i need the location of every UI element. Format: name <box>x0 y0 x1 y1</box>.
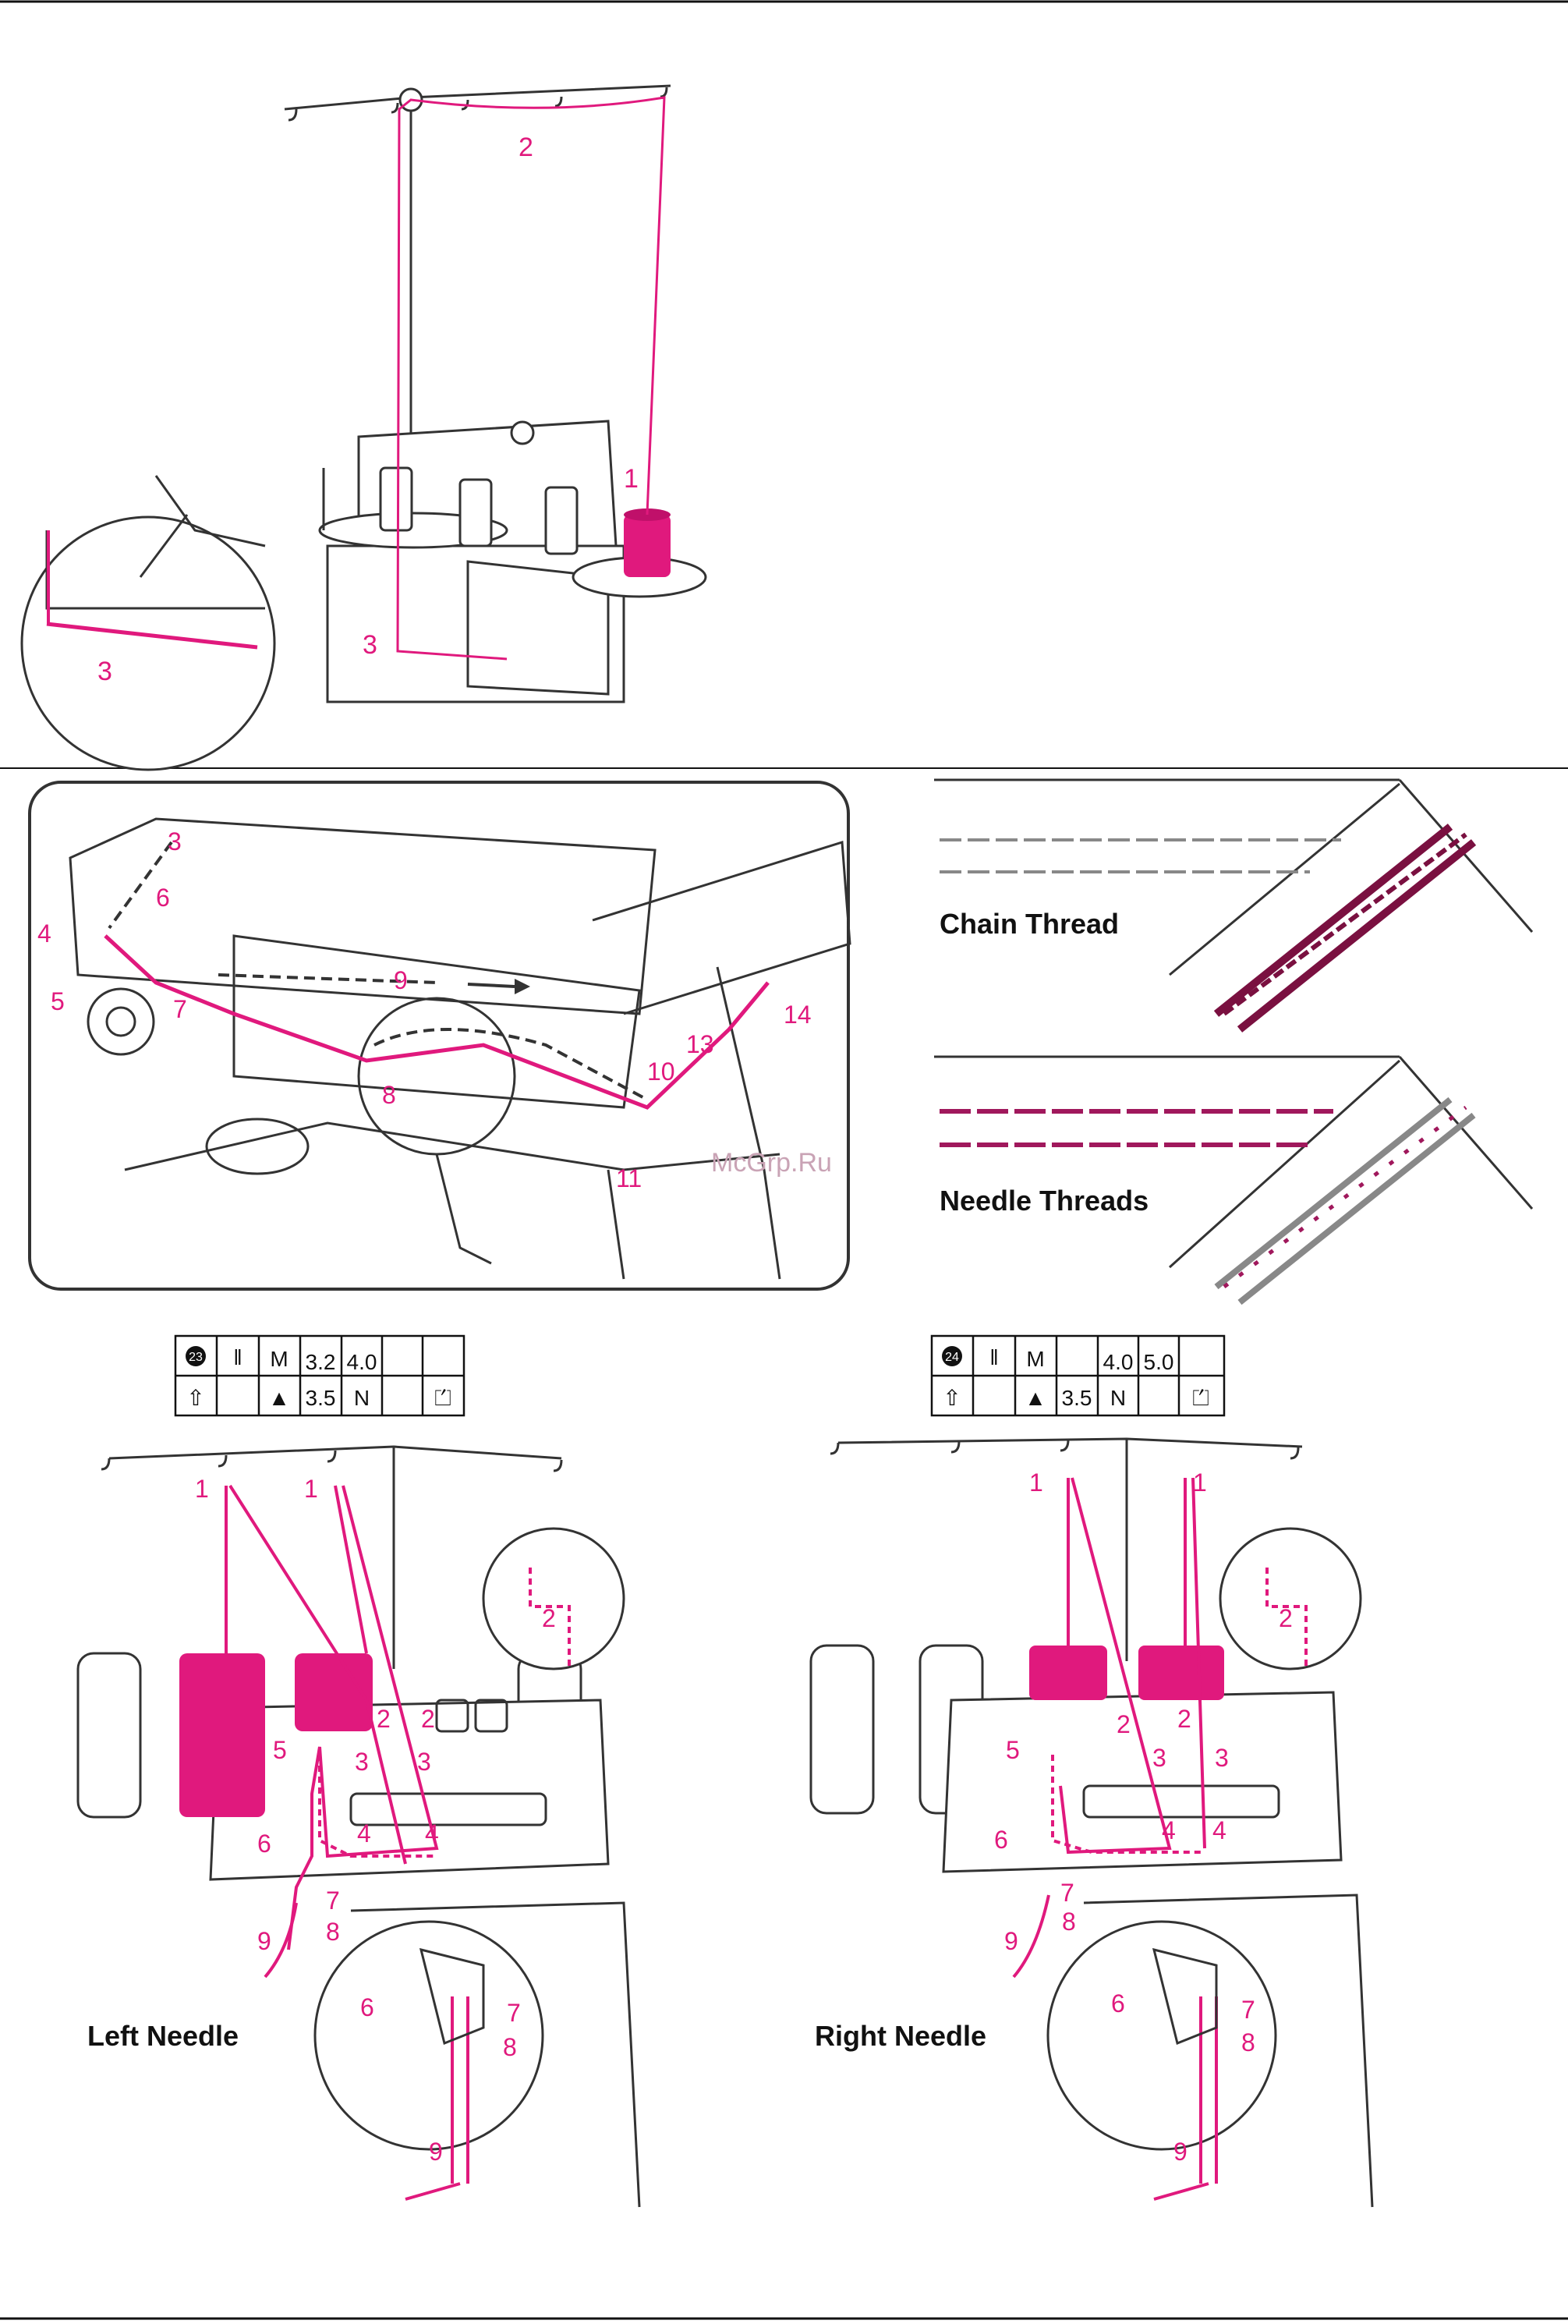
chain-thread-sample <box>934 780 1532 1029</box>
left-needle-title: Left Needle <box>87 2020 239 2052</box>
label-13: 13 <box>686 1030 714 1058</box>
callout-number: 8 <box>503 2033 517 2061</box>
callout-number: 1 <box>1029 1468 1043 1497</box>
callout-number: 24 <box>945 1351 959 1364</box>
callout-number: 5 <box>1006 1736 1020 1764</box>
needle-threads-sample <box>934 1057 1532 1302</box>
needle-threads-label: Needle Threads <box>940 1185 1149 1217</box>
callout-number: M <box>1026 1347 1044 1371</box>
callout-number: 9 <box>1173 2138 1188 2166</box>
callout-number: 3.5 <box>306 1386 336 1410</box>
callout-number: 1 <box>195 1475 209 1503</box>
left-pink-spool-1 <box>179 1653 265 1817</box>
callout-number: 3 <box>1215 1744 1229 1772</box>
callout-number: 3 <box>355 1748 369 1776</box>
chain-thread-label: Chain Thread <box>940 908 1119 940</box>
left-detail-circle-small <box>483 1529 624 1669</box>
callout-number: 2 <box>377 1705 391 1733</box>
callout-number: 2 <box>1177 1705 1191 1733</box>
needle-icon: ‖ <box>233 1345 242 1369</box>
right-pink-spool-1 <box>1029 1646 1107 1700</box>
callout-number: 2 <box>1279 1604 1293 1632</box>
looper-detail-frame <box>30 782 848 1289</box>
callout-number: 9 <box>1004 1927 1018 1955</box>
callout-number: 4 <box>1162 1816 1176 1844</box>
callout-number: 2 <box>1117 1710 1131 1738</box>
presser-icon: ▲ <box>1025 1386 1046 1410</box>
callout-number: 7 <box>1060 1879 1074 1907</box>
callout-number: 7 <box>507 1999 521 2027</box>
callout-number: M <box>270 1347 288 1371</box>
foot-icon: ⏍ <box>1192 1386 1209 1410</box>
presser-up-icon: ⇧ <box>943 1386 961 1410</box>
callout-number: 3.5 <box>1062 1386 1092 1410</box>
label-4: 4 <box>37 919 51 948</box>
callout-number: 4 <box>1212 1816 1226 1844</box>
pink-spool <box>624 515 671 577</box>
callout-number: 3 <box>1152 1744 1166 1772</box>
callout-number: 4.0 <box>1103 1350 1134 1374</box>
callout-number: 6 <box>257 1830 271 1858</box>
callout-number: 9 <box>257 1927 271 1955</box>
label-5: 5 <box>51 987 65 1015</box>
callout-number: 8 <box>1241 2028 1255 2057</box>
callout-number: 3.2 <box>306 1350 336 1374</box>
callout-number: 6 <box>360 1993 374 2021</box>
label-1: 1 <box>624 464 639 494</box>
callout-number: 2 <box>542 1604 556 1632</box>
callout-number: N <box>354 1386 370 1410</box>
callout-number: 2 <box>421 1705 435 1733</box>
label-10: 10 <box>647 1057 675 1086</box>
right-detail-circle-small <box>1220 1529 1361 1669</box>
callout-number: 4 <box>425 1819 439 1848</box>
callout-number: 9 <box>429 2138 443 2166</box>
callout-number: 8 <box>1062 1908 1076 1936</box>
label-14: 14 <box>784 1001 812 1029</box>
callout-number: 8 <box>326 1918 340 1946</box>
needle-icon: ‖ <box>989 1345 999 1369</box>
right-needle-title: Right Needle <box>815 2020 986 2052</box>
presser-up-icon: ⇧ <box>186 1386 204 1410</box>
callout-number: 6 <box>994 1826 1008 1854</box>
callout-number: 1 <box>1193 1468 1207 1497</box>
label-2: 2 <box>519 133 533 162</box>
callout-number: 6 <box>1111 1989 1125 2018</box>
callout-number: 4.0 <box>347 1350 377 1374</box>
right-pink-spool-2 <box>1138 1646 1224 1700</box>
label-9: 9 <box>394 966 408 994</box>
callout-number: 7 <box>1241 1996 1255 2024</box>
callout-number: 3 <box>417 1748 431 1776</box>
callout-number: 7 <box>326 1886 340 1915</box>
callout-number: 1 <box>304 1475 318 1503</box>
watermark: McGrp.Ru <box>711 1148 832 1178</box>
presser-icon: ▲ <box>268 1386 290 1410</box>
label-7: 7 <box>173 995 187 1023</box>
callout-number: 5.0 <box>1144 1350 1174 1374</box>
callout-number: 23 <box>189 1351 203 1364</box>
label-3: 3 <box>363 630 377 660</box>
callout-number: 5 <box>273 1736 287 1764</box>
label-11: 11 <box>616 1164 642 1192</box>
callout-number: 4 <box>357 1819 371 1848</box>
label-6: 6 <box>156 884 170 912</box>
foot-icon: ⏍ <box>434 1386 451 1410</box>
label-3: 3 <box>168 827 182 856</box>
thread-stand-figure <box>285 86 706 702</box>
label-3-detail: 3 <box>97 657 112 686</box>
label-8: 8 <box>382 1081 396 1109</box>
callout-number: N <box>1110 1386 1126 1410</box>
